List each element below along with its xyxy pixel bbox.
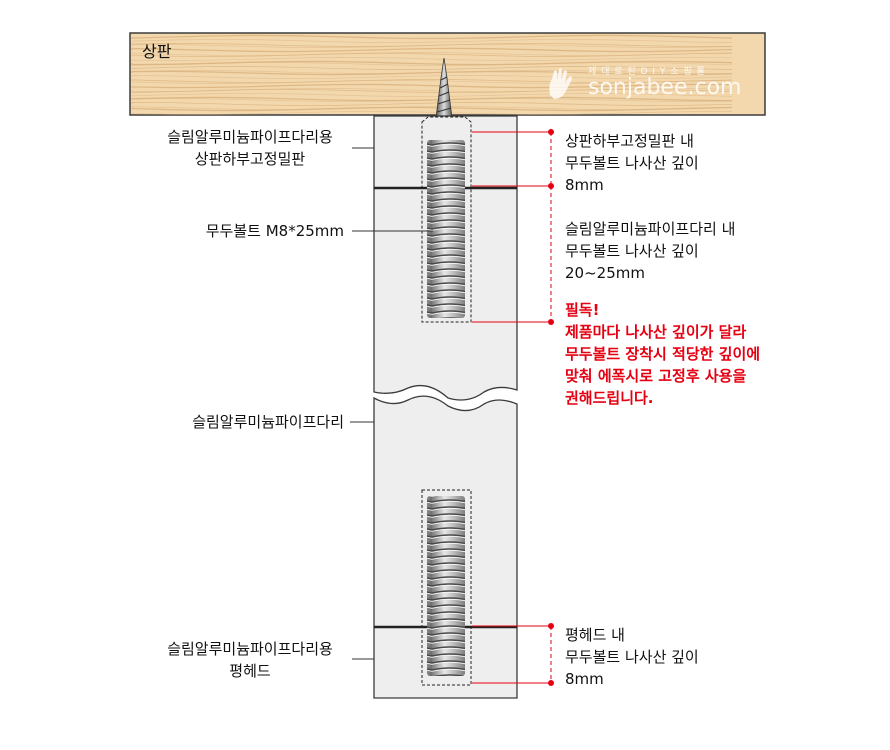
top-bracket-label: 슬림알루미늄파이프다리용 상판하부고정밀판 (150, 126, 350, 170)
wood-grain-line (131, 57, 733, 61)
wood-grain-line (131, 53, 733, 57)
left-leader-lines (350, 147, 433, 660)
watermark-tagline: 제 대 로 된 D I Y 소 핑 몰 (588, 67, 706, 77)
leg-depth-note: 슬림알루미늄파이프다리 내 무두볼트 나사산 깊이 20~25mm (565, 218, 735, 284)
wood-grain-line (131, 66, 733, 70)
warning-note-line3: 맞춰 에폭시로 고정후 사용을 (565, 367, 747, 385)
cap-depth-note-line2: 무두볼트 나사산 깊이 (565, 648, 699, 666)
warning-note-title: 필독! (565, 301, 600, 319)
wood-grain-line (131, 47, 733, 53)
wood-grain-line (131, 102, 733, 106)
bracket-depth-note: 상판하부고정밀판 내 무두볼트 나사산 깊이 8mm (565, 130, 699, 196)
wood-grain-line (131, 39, 733, 43)
upper-set-bolt (421, 116, 472, 323)
wood-grain-line (131, 98, 733, 102)
leg-depth-note-value: 20~25mm (565, 264, 645, 282)
set-bolt-label: 무두볼트 M8*25mm (205, 222, 344, 240)
end-cap-label-line1: 슬림알루미늄파이프다리용 (167, 640, 333, 658)
wood-grain (131, 34, 733, 115)
leg-depth-note-line2: 무두볼트 나사산 깊이 (565, 242, 699, 260)
warning-note-line4: 권해드립니다. (565, 389, 654, 407)
hand-logo-icon (549, 68, 572, 99)
wood-grain-line (131, 75, 733, 79)
dimension-dots (548, 129, 554, 686)
wood-grain-line (131, 70, 733, 76)
wood-grain-line (131, 111, 733, 115)
wood-grain-line (131, 106, 733, 112)
warning-note: 필독! 제품마다 나사산 깊이가 달라 무두볼트 장착시 적당한 깊이에 맞춰 … (565, 299, 760, 409)
wood-grain-line (131, 34, 733, 40)
bracket-depth-note-value: 8mm (565, 176, 604, 194)
cap-depth-note: 평헤드 내 무두볼트 나사산 깊이 8mm (565, 624, 699, 690)
bracket-depth-note-line2: 무두볼트 나사산 깊이 (565, 154, 699, 172)
watermark-site: sonjabee.com (588, 75, 742, 100)
top-bracket-label-line2: 상판하부고정밀판 (194, 150, 306, 168)
cap-depth-note-line1: 평헤드 내 (565, 626, 625, 644)
warning-note-line2: 무두볼트 장착시 적당한 깊이에 (565, 345, 761, 363)
wood-grain-line (131, 80, 733, 84)
pipe-leg-label: 슬림알루미늄파이프다리 (192, 413, 344, 431)
wood-grain-line (131, 89, 733, 93)
top-board (129, 32, 766, 116)
wood-grain-line (131, 93, 733, 97)
cap-depth-note-value: 8mm (565, 670, 604, 688)
top-bracket-label-line1: 슬림알루미늄파이프다리용 (167, 128, 333, 146)
dimension-markers (472, 131, 552, 684)
wood-grain-line (131, 44, 733, 48)
lower-set-bolt (421, 489, 472, 686)
warning-note-line1: 제품마다 나사산 깊이가 달라 (565, 323, 747, 341)
end-cap-label: 슬림알루미늄파이프다리용 평헤드 (150, 638, 350, 682)
bracket-depth-note-line1: 상판하부고정밀판 내 (565, 132, 694, 150)
watermark: 제 대 로 된 D I Y 소 핑 몰 sonjabee.com (540, 62, 770, 110)
leg-depth-note-line1: 슬림알루미늄파이프다리 내 (565, 220, 736, 238)
wood-grain-line (131, 83, 733, 89)
end-cap-label-line2: 평헤드 (229, 662, 271, 680)
top-board-label: 상판 (142, 42, 172, 61)
wood-grain-line (131, 62, 733, 66)
